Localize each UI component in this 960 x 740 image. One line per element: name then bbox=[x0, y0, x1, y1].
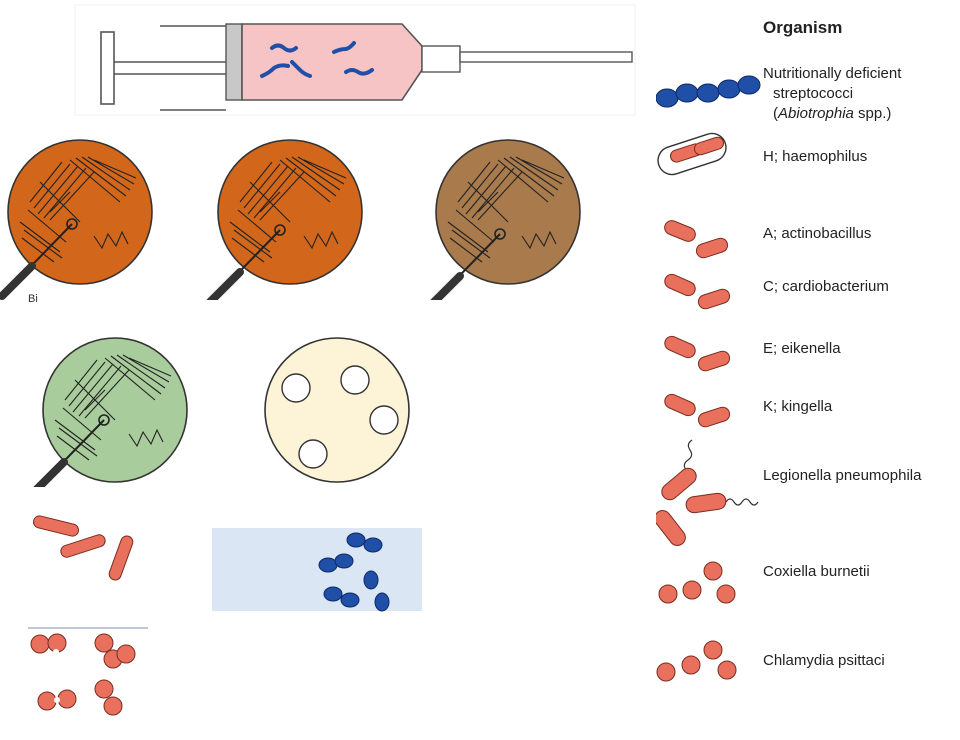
cropped-label-fragment: Bi bbox=[28, 293, 38, 305]
green-plate bbox=[34, 337, 188, 492]
legionella-flagellated-icon bbox=[654, 439, 759, 546]
streptococci-line-2: streptococci bbox=[773, 85, 854, 102]
red-rods-panel bbox=[33, 515, 134, 581]
syringe bbox=[74, 4, 636, 116]
organism-label-eikenella: E; eikenella bbox=[763, 340, 841, 357]
orange-plate-1 bbox=[2, 139, 153, 296]
streptococci-chain-icon bbox=[655, 75, 761, 108]
plunger-handle bbox=[100, 31, 115, 105]
organism-label-haemophilus: H; haemophilus bbox=[763, 148, 868, 165]
organism-label-streptococci: Nutritionally deficient streptococci (Ab… bbox=[763, 64, 901, 124]
syringe-needle bbox=[459, 51, 633, 63]
red-diplococci-panel bbox=[30, 633, 136, 716]
syringe-hub bbox=[421, 45, 461, 73]
syringe-fluid bbox=[241, 23, 423, 101]
plunger-seal bbox=[225, 23, 243, 101]
actinobacillus-rods-icon bbox=[664, 220, 729, 259]
organism-label-chlamydia: Chlamydia psittaci bbox=[763, 652, 885, 669]
organism-label-coxiella: Coxiella burnetii bbox=[763, 563, 870, 580]
blue-diplococci-panel bbox=[212, 528, 422, 612]
orange-plate-2 bbox=[210, 139, 363, 302]
streptococci-line-3: (Abiotrophia spp.) bbox=[773, 105, 892, 122]
organism-label-kingella: K; kingella bbox=[763, 398, 833, 415]
organism-label-actinobacillus: A; actinobacillus bbox=[763, 225, 872, 242]
organism-label-cardiobacterium: C; cardiobacterium bbox=[763, 278, 889, 295]
organism-label-legionella: Legionella pneumophila bbox=[763, 467, 922, 484]
coxiella-cocci-icon bbox=[658, 561, 736, 604]
streptococci-line-1: Nutritionally deficient bbox=[763, 65, 902, 82]
brown-plate bbox=[430, 139, 581, 306]
cardiobacterium-rods-icon bbox=[664, 273, 731, 310]
kingella-rods-icon bbox=[664, 393, 731, 428]
fluid-organisms bbox=[260, 41, 374, 78]
eikenella-rods-icon bbox=[664, 335, 731, 372]
haemophilus-capsule-icon bbox=[657, 132, 727, 176]
cream-cell-plate bbox=[264, 337, 410, 483]
organism-column-header: Organism bbox=[763, 18, 843, 37]
chlamydia-cocci-icon bbox=[656, 640, 737, 682]
